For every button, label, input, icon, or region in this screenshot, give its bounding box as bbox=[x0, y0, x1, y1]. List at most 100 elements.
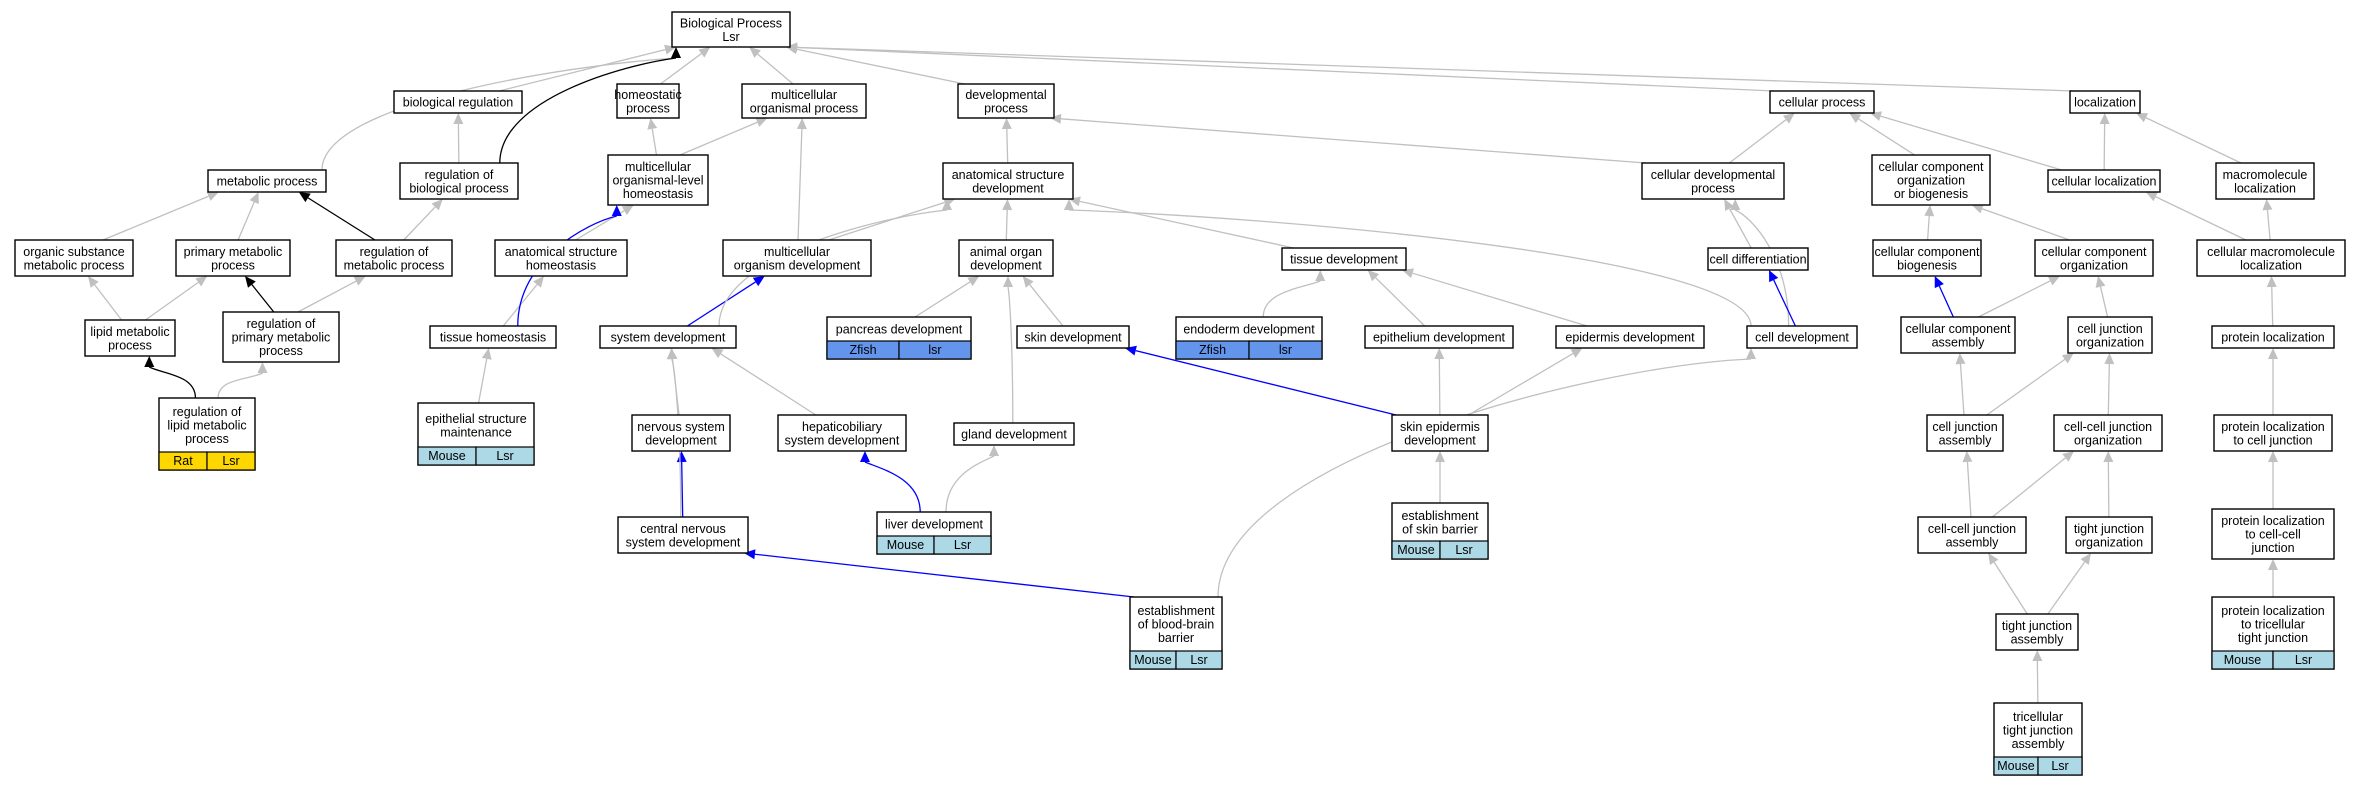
node-label-line: macromolecule bbox=[2223, 168, 2308, 182]
node-box bbox=[1995, 613, 2079, 651]
node-epidev[interactable]: epithelium development bbox=[1364, 325, 1514, 349]
node-cellp[interactable]: cellular process bbox=[1769, 90, 1875, 114]
edge-line bbox=[1981, 208, 2070, 241]
node-skindev[interactable]: skin development bbox=[1016, 325, 1130, 349]
node-label-line: animal organ bbox=[970, 245, 1042, 259]
edge-celldevp-to-cellp bbox=[1728, 113, 1795, 164]
edge-line bbox=[796, 46, 2075, 92]
gene-cell bbox=[2272, 650, 2335, 670]
edge-arrowhead bbox=[2268, 348, 2278, 359]
edge-arrowhead bbox=[206, 191, 219, 201]
node-box bbox=[1555, 325, 1705, 349]
node-tishomeo[interactable]: tissue homeostasis bbox=[429, 325, 557, 349]
edge-line bbox=[720, 353, 817, 416]
node-box bbox=[942, 162, 1074, 200]
node-metab[interactable]: metabolic process bbox=[207, 169, 327, 193]
node-label-line: metabolic process bbox=[344, 258, 445, 272]
node-label-line: tissue development bbox=[1290, 253, 1398, 267]
edge-ccjasm-to-cjasm bbox=[1962, 451, 1973, 518]
edge-line bbox=[1135, 350, 1397, 416]
node-box bbox=[616, 83, 680, 119]
node-label-line: tight junction bbox=[2074, 522, 2144, 536]
species-label: Mouse bbox=[428, 449, 466, 463]
edge-arrowhead bbox=[1050, 113, 1062, 124]
edge-arrowhead bbox=[144, 356, 155, 367]
node-label-line: nervous system bbox=[637, 420, 725, 434]
node-cellloc[interactable]: cellular localization bbox=[2047, 169, 2161, 193]
node-label-line: cell-cell junction bbox=[2064, 420, 2152, 434]
node-label-line: process bbox=[1691, 181, 1735, 195]
node-label-line: assembly bbox=[2012, 737, 2066, 751]
node-protloc[interactable]: protein localization bbox=[2211, 325, 2335, 349]
node-tisdev[interactable]: tissue development bbox=[1281, 247, 1407, 271]
gene-cell bbox=[206, 451, 256, 471]
node-label-line: protein localization bbox=[2221, 514, 2325, 528]
node-epiddev[interactable]: epidermis development bbox=[1555, 325, 1705, 349]
node-celldiff[interactable]: cell differentiation bbox=[1707, 247, 1809, 271]
edge-hepdev-to-sysdev bbox=[711, 348, 817, 416]
node-label-line: biological regulation bbox=[403, 96, 514, 110]
edge-arrowhead bbox=[1870, 111, 1882, 121]
node-glanddev[interactable]: gland development bbox=[953, 422, 1075, 446]
edge-line bbox=[671, 358, 682, 518]
node-breg[interactable]: biological regulation bbox=[393, 90, 523, 114]
node-label-line: assembly bbox=[2011, 632, 2065, 646]
node-celldev[interactable]: cell development bbox=[1746, 325, 1858, 349]
edge-ccorg-to-ccob bbox=[1971, 203, 2070, 241]
edge-regbio-to-breg bbox=[453, 113, 464, 164]
node-box bbox=[222, 311, 340, 363]
edge-arrowhead bbox=[2268, 451, 2278, 462]
edge-arrowhead bbox=[1746, 348, 1756, 359]
node-label-line: homeostasis bbox=[526, 258, 596, 272]
node-label-line: cellular developmental bbox=[1651, 168, 1775, 182]
node-box bbox=[1769, 90, 1875, 114]
node-sysdev[interactable]: system development bbox=[599, 325, 737, 349]
edge-tishomeo-to-ash bbox=[502, 276, 544, 327]
node-loc[interactable]: localization bbox=[2069, 90, 2141, 114]
